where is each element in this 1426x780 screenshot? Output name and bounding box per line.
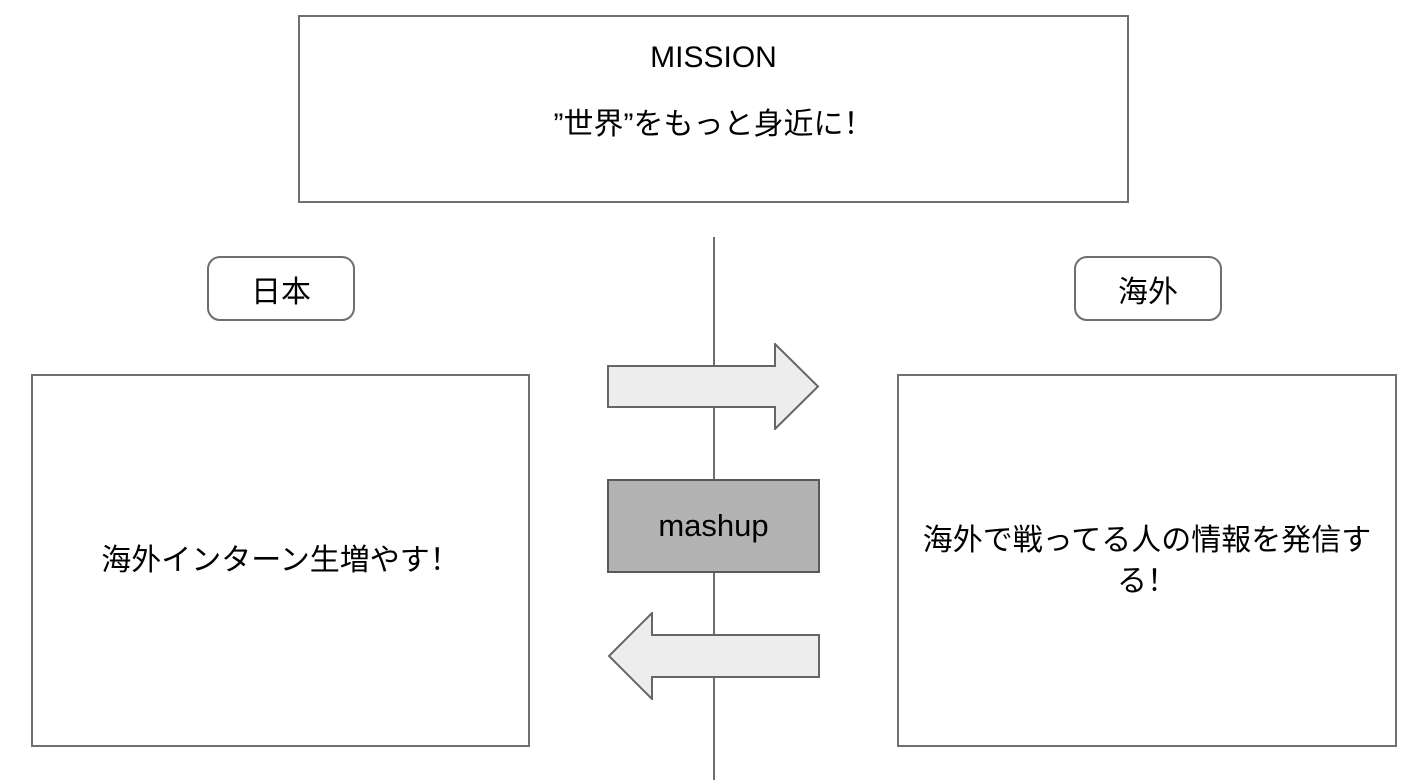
overseas-label-pill: 海外 bbox=[1074, 256, 1222, 321]
overseas-label: 海外 bbox=[1118, 275, 1178, 309]
japan-label-pill: 日本 bbox=[207, 256, 355, 321]
japan-goal-box: 海外インターン生増やす！ bbox=[31, 374, 530, 747]
mashup-box: mashup bbox=[607, 479, 820, 573]
mission-subtitle: ”世界”をもっと身近に！ bbox=[553, 108, 874, 141]
japan-goal-text: 海外インターン生増やす！ bbox=[101, 544, 460, 577]
overseas-goal-text: 海外で戦ってる人の情報を発信する！ bbox=[922, 523, 1372, 598]
arrow-left-icon bbox=[607, 612, 820, 700]
overseas-goal-box: 海外で戦ってる人の情報を発信する！ bbox=[897, 374, 1397, 747]
mission-box: MISSION ”世界”をもっと身近に！ bbox=[298, 15, 1129, 203]
arrow-right-icon bbox=[607, 343, 820, 430]
mission-title: MISSION bbox=[650, 41, 777, 74]
japan-label: 日本 bbox=[251, 275, 311, 309]
mashup-label: mashup bbox=[658, 508, 769, 543]
